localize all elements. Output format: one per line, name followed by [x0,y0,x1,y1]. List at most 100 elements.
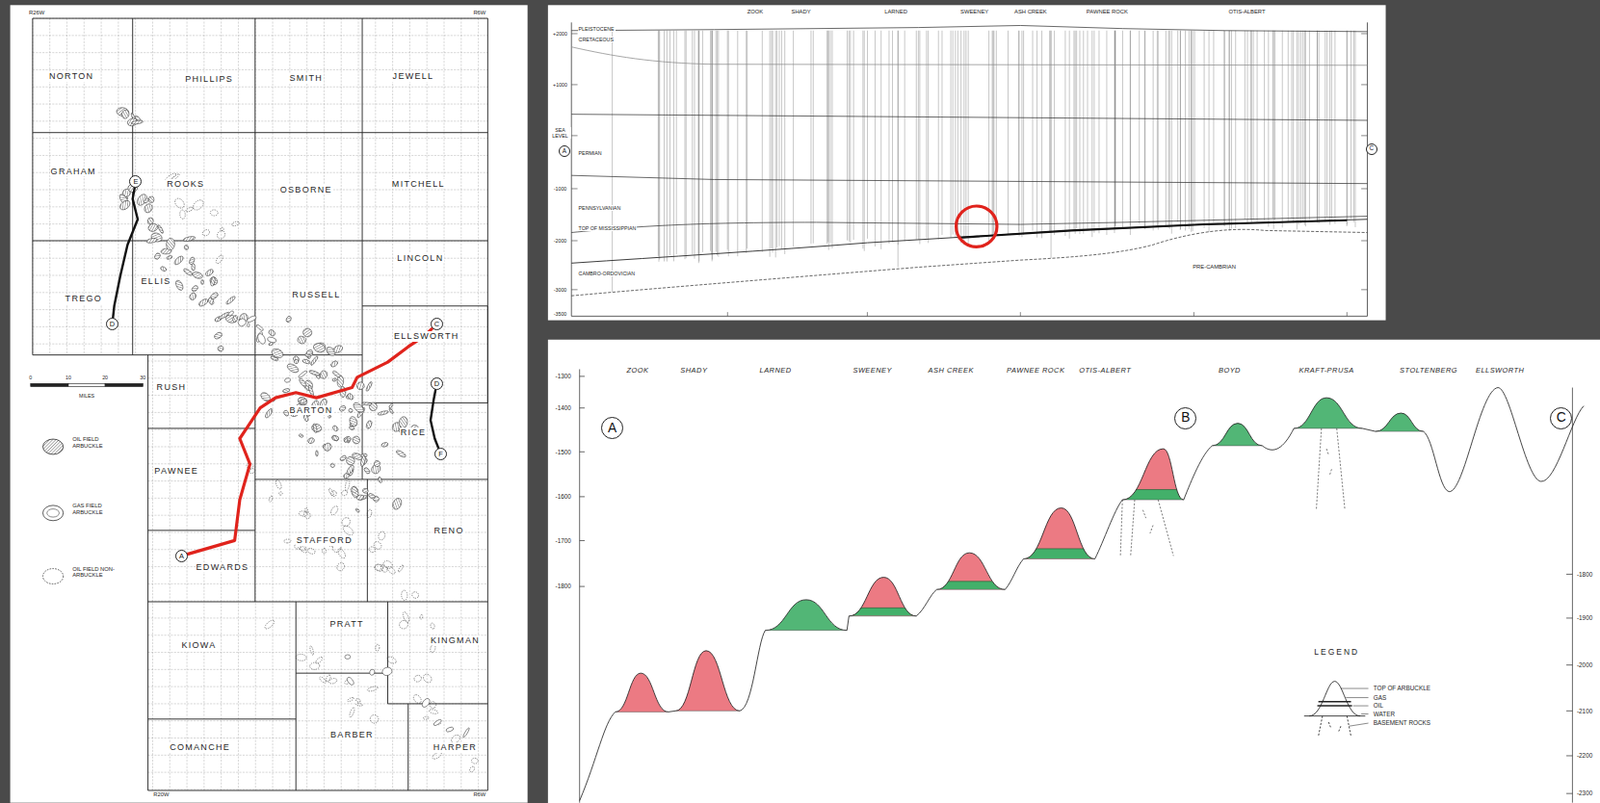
oil-field [159,265,167,272]
oil-field [362,402,372,407]
county-name: HARPER [432,742,478,753]
stratum-name: TOP OF MISSISSIPPIAN [577,225,638,232]
scale-unit: MILES [78,393,96,399]
oil-field [338,404,347,413]
arbuckle-surface [579,388,1584,802]
county-name: STAFFORD [295,535,354,546]
oil-field [421,673,434,685]
oil-field [296,335,307,345]
field-name: ASH CREEK [1013,8,1049,16]
elevation-label: -1400 [554,404,573,412]
oil-field [422,716,429,720]
hump-base [675,710,740,712]
county-name: JEWELL [392,71,436,81]
elevation-label: +2000 [551,30,569,37]
field-name: STOLTENBERG [1398,367,1459,376]
oil-field [349,486,358,495]
oil-field [284,377,291,384]
oil-field [302,510,312,521]
legend-gas-symbol-inner [47,509,60,518]
oil-field [201,280,205,286]
oil-field [365,419,373,430]
oil-field [256,323,265,332]
field-name: BOYD [1217,367,1242,376]
county-name: OSBORNE [279,184,334,195]
letter-text: D [434,380,440,388]
oil-field [318,369,328,380]
section-letter: C [430,317,444,331]
oil-field [187,291,198,302]
township-grid [32,18,488,791]
letter-text: A [179,552,184,560]
range-number: R20W [152,791,170,799]
gas-cap [615,673,669,712]
oil-field [307,437,315,446]
legend-title: LEGEND [1312,648,1361,658]
oil-field [165,255,173,261]
elevation-label: -1800 [554,582,573,590]
hump-base [1211,445,1262,446]
legend-text: OIL FIELD NON-ARBUCKLE [71,566,123,579]
oil-field [367,546,376,554]
elevation-label: SEA LEVEL [549,127,572,139]
oil-field [183,244,189,251]
elevation-label: -2000 [552,237,569,244]
map-panel [10,4,528,803]
field-name: SWEENEY [851,367,893,376]
oil-band [1122,489,1184,500]
oil-field [270,346,286,360]
oil-field [420,697,432,709]
legend-nonarbuckle-symbol [42,569,63,585]
oil-field [284,539,291,544]
oil-field [321,548,326,554]
oil-field [428,708,439,715]
legend-text: BASEMENT ROCKS [1372,719,1432,727]
oil-field [381,442,390,448]
oil-field [377,530,387,541]
gas-cap [936,552,1005,590]
oil-field [143,197,150,204]
oil-field [183,267,194,277]
field-name: OTIS-ALBERT [1227,8,1266,16]
stratum-name: PENNSYLVANIAN [577,205,623,211]
field-name: PAWNEE ROCK [1005,367,1066,376]
oil-field [328,678,339,685]
oil-field [298,433,304,438]
oil-column [764,600,847,631]
county-name: TREGO [64,293,105,304]
oil-fields [116,106,479,774]
oil-field [263,407,274,420]
oil-field [469,765,476,773]
oil-field [367,713,380,726]
gas-oil-contact [936,580,1005,582]
oil-field [207,296,214,306]
section-letter: C [1549,407,1573,430]
stratum-name: PERMIAN [577,150,604,157]
oil-field [304,507,309,514]
oil-field [282,388,290,394]
oil-field [400,590,408,602]
oil-field [347,408,354,415]
scale-number: 20 [101,374,109,381]
oil-field [297,369,308,379]
oil-field [355,380,367,392]
elevation-axis [579,368,1574,803]
oil-field [343,438,349,444]
oil-field [309,645,315,656]
field-name: ZOOK [626,367,651,376]
oil-field [219,227,224,232]
hump-outline [675,651,740,711]
oil-field [157,224,164,235]
oil-field [335,561,346,573]
oil-field [373,562,385,574]
oil-field [471,758,479,765]
oil-field [173,196,186,210]
county-name: RUSH [156,382,188,393]
oil-field [401,611,411,624]
township-lines [32,18,488,791]
oil-field [329,360,339,368]
profile-panel [548,340,1600,803]
oil-field [377,410,390,417]
elevation-label: -1500 [554,448,573,456]
